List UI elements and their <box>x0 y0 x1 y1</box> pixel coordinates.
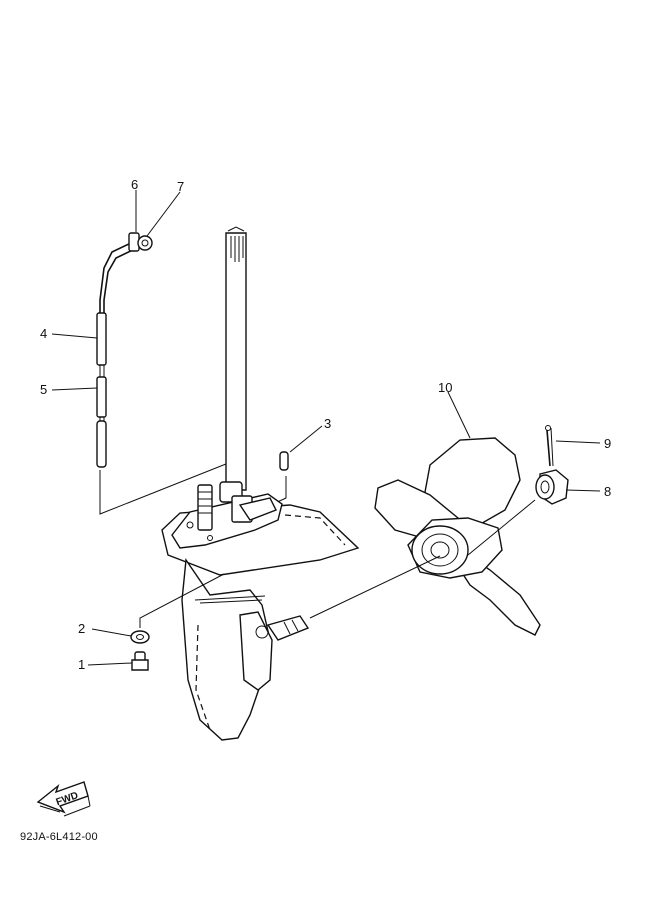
shift-rod-nut <box>137 235 153 251</box>
washer <box>130 630 150 644</box>
callout-5: 5 <box>40 382 47 397</box>
part-code: 92JA-6L412-00 <box>20 831 98 843</box>
drive-shaft <box>225 226 247 491</box>
callout-1: 1 <box>78 657 85 672</box>
shift-rod-lower-sleeve <box>96 376 107 418</box>
cotter-pin <box>545 425 554 467</box>
propeller-nut-line <box>467 499 536 556</box>
casing-connector-line <box>139 573 225 628</box>
propeller-nut <box>535 469 569 505</box>
shift-rod-assembly <box>96 232 153 468</box>
callout-6: 6 <box>131 177 138 192</box>
propeller-shaft-line <box>309 555 441 619</box>
callout-7: 7 <box>177 179 184 194</box>
shift-rod-end <box>96 420 107 468</box>
lower-casing <box>161 481 360 741</box>
shift-rod-upper-sleeve <box>96 312 107 366</box>
fwd-arrow-icon: FWD <box>36 781 91 817</box>
callout-8: 8 <box>604 484 611 499</box>
callout-3: 3 <box>324 416 331 431</box>
propeller <box>374 437 541 636</box>
pin <box>279 451 289 471</box>
callout-2: 2 <box>78 621 85 636</box>
leader-lines <box>51 190 601 666</box>
callout-10: 10 <box>438 380 452 395</box>
bolt <box>131 651 149 671</box>
shift-rod-connector-line <box>99 440 237 515</box>
callout-4: 4 <box>40 326 47 341</box>
callout-9: 9 <box>604 436 611 451</box>
